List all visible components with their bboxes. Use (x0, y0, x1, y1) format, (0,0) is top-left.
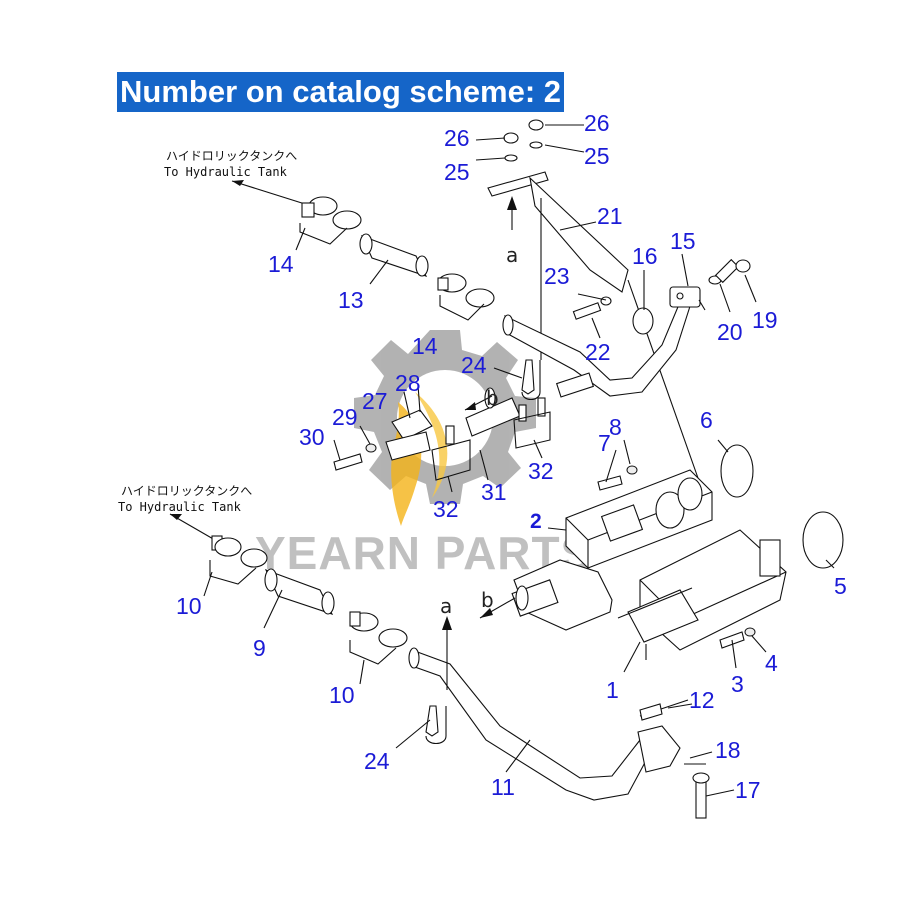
note-lower-jp: ハイドロリックタンクへ (121, 484, 252, 498)
arrow-letter-a-upper: a (506, 243, 518, 267)
callout-1: 1 (606, 677, 619, 703)
callout-14b: 14 (412, 333, 438, 359)
callout-6: 6 (700, 407, 713, 433)
callout-9: 9 (253, 635, 266, 661)
callout-26a: 26 (444, 125, 470, 151)
callout-12: 12 (689, 687, 715, 713)
pump-assembly (479, 444, 844, 721)
callout-13: 13 (338, 287, 364, 313)
callout-17: 17 (735, 777, 761, 803)
lower-pipe (408, 616, 710, 819)
callout-11: 11 (491, 774, 515, 800)
callout-32a: 32 (528, 458, 554, 484)
catalog-scheme-banner: Number on catalog scheme: 2 (117, 72, 565, 112)
callout-3: 3 (731, 671, 744, 697)
upper-pipe (502, 258, 751, 398)
callout-5: 5 (834, 573, 847, 599)
callout-27: 27 (362, 388, 388, 414)
callout-25b: 25 (584, 143, 610, 169)
callout-31: 31 (481, 479, 507, 505)
callout-26b: 26 (584, 110, 610, 136)
callout-2: 2 (530, 510, 542, 533)
callout-18: 18 (715, 737, 741, 763)
callout-16: 16 (632, 243, 658, 269)
upper-hose-assembly (231, 180, 495, 321)
callout-10b: 10 (329, 682, 355, 708)
clamp-cluster (333, 359, 551, 481)
callout-14a: 14 (268, 251, 294, 277)
callout-numbers: 26 26 25 25 21 14 13 23 16 15 19 20 22 1… (176, 110, 847, 803)
callout-21: 21 (597, 203, 623, 229)
callout-15: 15 (670, 228, 696, 254)
arrow-letter-b-lower: b (481, 588, 494, 612)
leader-lines (203, 124, 835, 797)
callout-30: 30 (299, 424, 325, 450)
callout-7: 7 (598, 430, 611, 456)
lower-hose-assembly (169, 513, 408, 665)
arrow-letter-a-lower: a (440, 594, 452, 618)
callout-28: 28 (395, 370, 421, 396)
callout-10a: 10 (176, 593, 202, 619)
note-lower-en: To Hydraulic Tank (118, 500, 242, 514)
note-upper-en: To Hydraulic Tank (164, 165, 288, 179)
callout-24b: 24 (364, 748, 390, 774)
callout-19: 19 (752, 307, 778, 333)
callout-23: 23 (544, 263, 570, 289)
callout-29: 29 (332, 404, 358, 430)
callout-24a: 24 (461, 352, 487, 378)
callout-4: 4 (765, 650, 778, 676)
callout-32b: 32 (433, 496, 459, 522)
callout-22: 22 (585, 339, 611, 365)
callout-20: 20 (717, 319, 743, 345)
callout-8: 8 (609, 414, 622, 440)
arrow-letter-b-upper: b (486, 386, 499, 410)
callout-25a: 25 (444, 159, 470, 185)
note-upper-jp: ハイドロリックタンクへ (166, 149, 297, 163)
